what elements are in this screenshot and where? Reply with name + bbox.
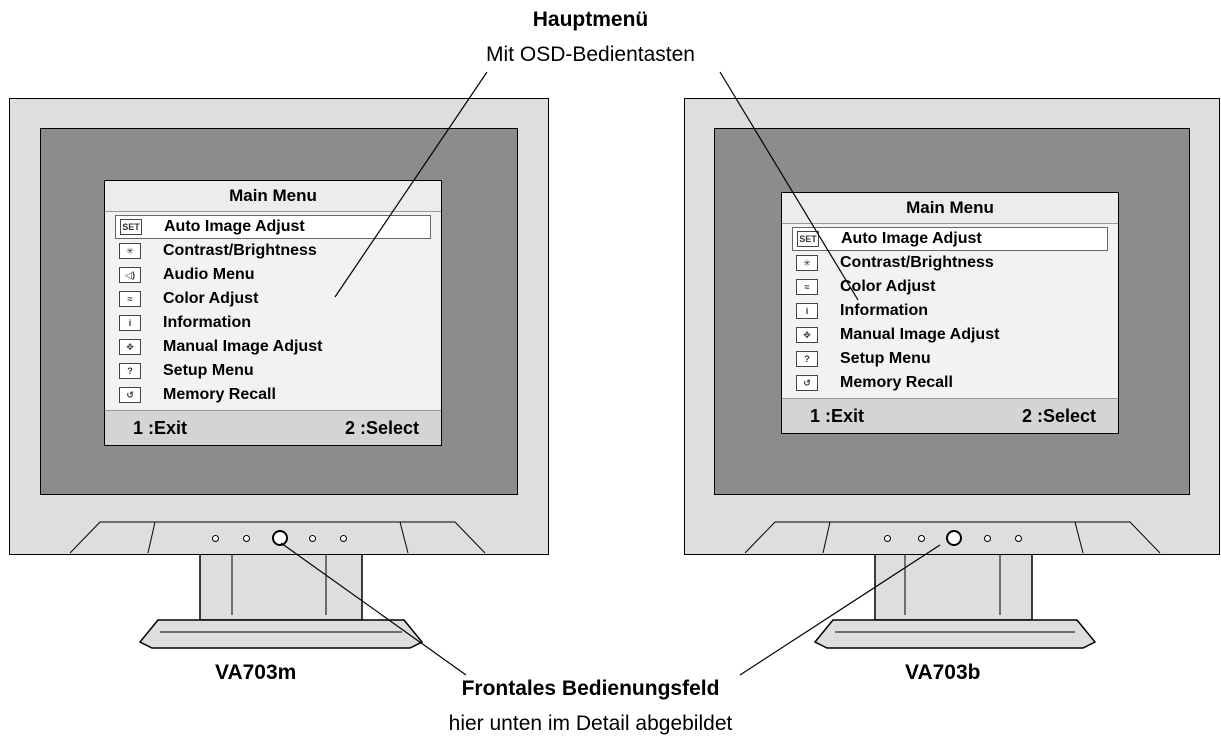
osd-item-label: Setup Menu [163, 362, 254, 379]
exit-hint: 1 :Exit [810, 406, 865, 426]
select-hint: 2 :Select [344, 418, 419, 438]
osd-item-label: Auto Image Adjust [841, 230, 982, 247]
osd-item-memory-recall[interactable]: ↺ Memory Recall [792, 371, 1108, 395]
osd-item-label: Information [163, 314, 251, 331]
color-adjust-icon: ≈ [796, 279, 818, 295]
manual-adjust-icon: ✥ [119, 339, 141, 355]
osd-item-audio-menu[interactable]: ◁) Audio Menu [115, 263, 431, 287]
osd-item-label: Contrast/Brightness [840, 254, 994, 271]
osd-item-label: Color Adjust [163, 290, 259, 307]
callout-line-right-panel [739, 544, 941, 676]
osd-item-setup-menu[interactable]: ? Setup Menu [792, 347, 1108, 371]
audio-icon: ◁) [119, 267, 141, 283]
monitor-left-button-1[interactable] [212, 535, 219, 542]
osd-item-manual-image-adjust[interactable]: ✥ Manual Image Adjust [115, 335, 431, 359]
footer-title: Frontales Bedienungsfeld [461, 677, 720, 700]
osd-footer: 1 :Exit 2 :Select [105, 410, 441, 445]
monitor-left-power-button[interactable] [272, 530, 288, 546]
osd-item-label: Manual Image Adjust [163, 338, 323, 355]
header-subtitle: Mit OSD-Bedientasten [486, 43, 695, 66]
memory-recall-icon: ↺ [119, 387, 141, 403]
osd-item-memory-recall[interactable]: ↺ Memory Recall [115, 383, 431, 407]
osd-item-auto-image-adjust[interactable]: SET Auto Image Adjust [115, 215, 431, 239]
monitor-right-power-button[interactable] [946, 530, 962, 546]
monitor-right-button-1[interactable] [884, 535, 891, 542]
memory-recall-icon: ↺ [796, 375, 818, 391]
osd-item-label: Auto Image Adjust [164, 218, 305, 235]
contrast-brightness-icon: ✳ [796, 255, 818, 271]
color-adjust-icon: ≈ [119, 291, 141, 307]
osd-main-menu-left: Main Menu SET Auto Image Adjust ✳ Contra… [104, 180, 442, 446]
osd-item-label: Manual Image Adjust [840, 326, 1000, 343]
osd-item-label: Information [840, 302, 928, 319]
monitor-right-button-3[interactable] [984, 535, 991, 542]
osd-item-list: SET Auto Image Adjust ✳ Contrast/Brightn… [792, 227, 1108, 395]
osd-item-label: Color Adjust [840, 278, 936, 295]
osd-title: Main Menu [105, 181, 441, 212]
callout-line-left-osd [334, 71, 488, 298]
setup-menu-icon: ? [796, 351, 818, 367]
osd-item-color-adjust[interactable]: ≈ Color Adjust [115, 287, 431, 311]
monitor-right-button-2[interactable] [918, 535, 925, 542]
osd-item-auto-image-adjust[interactable]: SET Auto Image Adjust [792, 227, 1108, 251]
setup-menu-icon: ? [119, 363, 141, 379]
osd-item-label: Setup Menu [840, 350, 931, 367]
osd-item-label: Memory Recall [163, 386, 276, 403]
monitor-left-button-3[interactable] [309, 535, 316, 542]
contrast-brightness-icon: ✳ [119, 243, 141, 259]
monitor-right-button-4[interactable] [1015, 535, 1022, 542]
osd-footer: 1 :Exit 2 :Select [782, 398, 1118, 433]
monitor-left-button-2[interactable] [243, 535, 250, 542]
header-title: Hauptmenü [532, 8, 649, 31]
exit-hint: 1 :Exit [133, 418, 188, 438]
callout-line-right-osd [719, 71, 859, 301]
osd-item-manual-image-adjust[interactable]: ✥ Manual Image Adjust [792, 323, 1108, 347]
manual-adjust-icon: ✥ [796, 327, 818, 343]
information-icon: i [796, 303, 818, 319]
model-label-right: VA703b [905, 661, 981, 684]
auto-set-icon: SET [120, 219, 142, 235]
information-icon: i [119, 315, 141, 331]
monitor-left-button-4[interactable] [340, 535, 347, 542]
osd-item-contrast-brightness[interactable]: ✳ Contrast/Brightness [115, 239, 431, 263]
osd-title: Main Menu [782, 193, 1118, 224]
osd-main-menu-right: Main Menu SET Auto Image Adjust ✳ Contra… [781, 192, 1119, 434]
osd-item-contrast-brightness[interactable]: ✳ Contrast/Brightness [792, 251, 1108, 275]
osd-item-setup-menu[interactable]: ? Setup Menu [115, 359, 431, 383]
osd-item-color-adjust[interactable]: ≈ Color Adjust [792, 275, 1108, 299]
callout-line-left-panel [280, 542, 467, 676]
auto-set-icon: SET [797, 231, 819, 247]
osd-item-information[interactable]: i Information [115, 311, 431, 335]
model-label-left: VA703m [215, 661, 297, 684]
osd-item-list: SET Auto Image Adjust ✳ Contrast/Brightn… [115, 215, 431, 407]
select-hint: 2 :Select [1021, 406, 1096, 426]
osd-item-label: Audio Menu [163, 266, 255, 283]
osd-item-label: Memory Recall [840, 374, 953, 391]
osd-item-information[interactable]: i Information [792, 299, 1108, 323]
osd-item-label: Contrast/Brightness [163, 242, 317, 259]
footer-subtitle: hier unten im Detail abgebildet [448, 712, 733, 735]
